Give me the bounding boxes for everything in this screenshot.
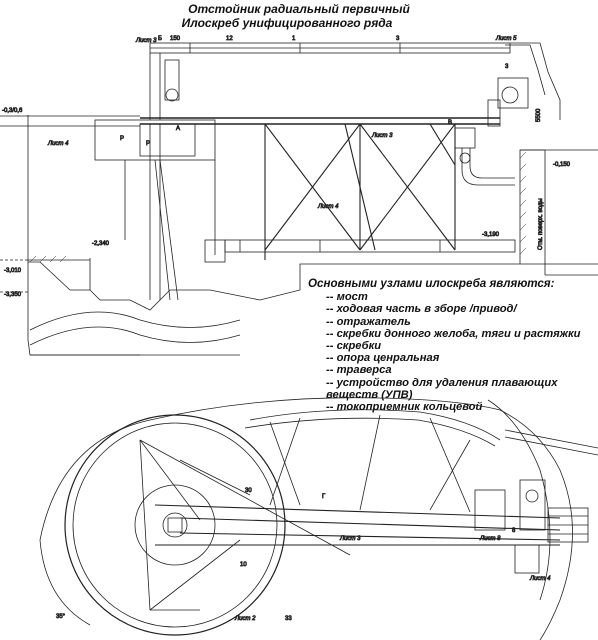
label-angle-35: 35° xyxy=(56,614,66,620)
legend-item: мост xyxy=(326,291,598,303)
label-list3-top: Лист 3 xyxy=(135,38,157,44)
plan-bridge-beam xyxy=(154,504,561,546)
label-mark-p1: Р xyxy=(120,136,124,142)
label-n3-top: 3 xyxy=(396,36,400,42)
label-list4-mid: Лист 4 xyxy=(317,204,339,210)
label-list3-mid: Лист 3 xyxy=(371,133,393,139)
legend-item: скребки донного желоба, тяги и растяжки xyxy=(326,328,598,340)
label-plan-list8: Лист 8 xyxy=(479,536,501,542)
title-line-1: Отстойник радиальный первичный xyxy=(188,2,410,16)
label-n1: 1 xyxy=(292,36,296,42)
label-n12: 12 xyxy=(226,36,233,42)
plan-arc-truss xyxy=(244,409,501,513)
label-plan-mark-g: Г xyxy=(322,494,326,500)
clarifier-circle xyxy=(64,414,286,636)
drive-housing xyxy=(487,42,561,127)
tank-outline xyxy=(39,397,573,640)
label-mark-b: Б xyxy=(158,36,162,42)
legend-list: мост ходовая часть в зборе /привод/ отра… xyxy=(326,291,598,413)
legend-item: опора ценральная xyxy=(326,352,598,364)
plan-drawing: Лист 3 Лист 8 Лист 2 Лист 4 35° 30 33 10… xyxy=(39,397,598,640)
tank-walls xyxy=(0,115,598,356)
label-mark-a: А xyxy=(176,126,180,132)
label-dim-150: 150 xyxy=(170,36,181,42)
legend-item: скребки xyxy=(326,340,598,352)
label-level-1: -0,3/0,6 xyxy=(2,108,23,114)
label-plan-mark-8: 8 xyxy=(512,528,516,534)
legend: Основными узлами илоскреба являются: мос… xyxy=(308,277,598,413)
legend-item: траверса xyxy=(326,364,598,376)
plan-rods xyxy=(139,439,351,611)
label-plan-list3: Лист 3 xyxy=(339,536,361,542)
main-girder xyxy=(0,115,500,127)
plan-drive xyxy=(474,429,598,574)
label-level-right: Отм. поверх. воды xyxy=(538,198,544,250)
label-level-2: -0,150 xyxy=(553,162,571,168)
label-n30: 30 xyxy=(245,488,252,494)
wall-hatching xyxy=(29,151,527,263)
legend-item: ходовая часть в зборе /привод/ xyxy=(326,303,598,315)
label-list4-left: Лист 4 xyxy=(47,141,69,147)
label-plan-list4: Лист 4 xyxy=(529,576,551,582)
label-dim-5500: 5500 xyxy=(536,108,542,122)
label-mark-v: В xyxy=(448,120,452,126)
central-support xyxy=(94,59,226,301)
legend-heading: Основными узлами илоскреба являются: xyxy=(308,277,555,290)
section-drawing: Лист 3 Б 150 12 1 3 -0,3/0,6 Лист 4 Р Р … xyxy=(0,36,598,356)
label-n33: 33 xyxy=(285,616,292,622)
label-mark-p2: Р xyxy=(146,141,150,147)
label-n3: 3 xyxy=(505,64,509,70)
label-list5-top: Лист 5 xyxy=(495,36,517,42)
label-plan-list2: Лист 2 xyxy=(234,616,256,622)
label-n10: 10 xyxy=(240,562,247,568)
bridge-top-beam xyxy=(149,42,511,120)
legend-item: отражатель xyxy=(326,316,598,328)
label-level-4: -2,340 xyxy=(92,241,110,247)
outlet-pipe xyxy=(454,127,515,186)
label-level-5: -3,010 xyxy=(4,268,22,274)
label-level-3: -3,190 xyxy=(482,232,500,238)
label-level-6: -3,350 xyxy=(4,292,22,298)
title-line-2: Илоскреб унифицированного ряда xyxy=(181,16,393,30)
